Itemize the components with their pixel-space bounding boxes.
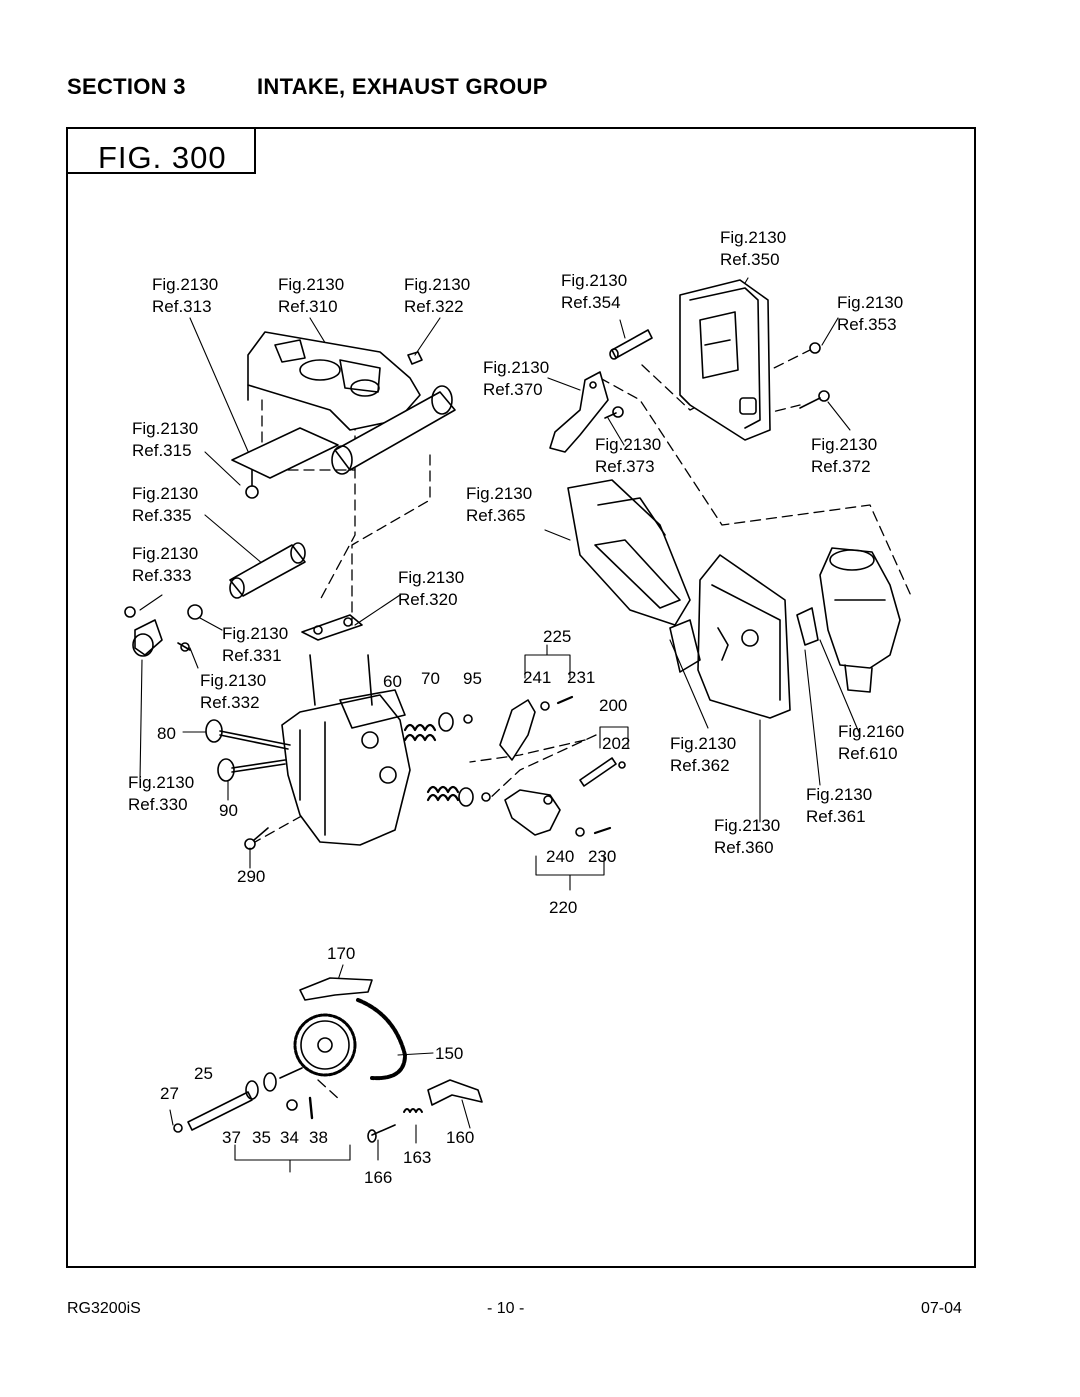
part-number-34: 34 xyxy=(280,1128,299,1147)
part-number-80: 80 xyxy=(157,724,176,743)
part-number-25: 25 xyxy=(194,1064,213,1083)
valve-spring-60 xyxy=(403,723,460,802)
part-number-38: 38 xyxy=(309,1128,328,1147)
rocker-arm-241 xyxy=(499,699,536,761)
bolt-290 xyxy=(244,827,269,850)
footer-model: RG3200iS xyxy=(67,1300,141,1317)
nut-353 xyxy=(809,342,821,354)
part-number-163: 163 xyxy=(403,1148,432,1167)
section-title: INTAKE, EXHAUST GROUP xyxy=(257,74,548,99)
part-number-160: 160 xyxy=(446,1128,475,1147)
tensioner-parts xyxy=(367,1079,483,1143)
air-filter-element-365 xyxy=(567,479,691,626)
bolt-372 xyxy=(799,390,830,409)
rocker-arm-240 xyxy=(504,789,561,836)
nut-241 xyxy=(540,701,550,711)
bolt-315 xyxy=(245,469,259,499)
gasket-360 xyxy=(669,619,701,673)
camshaft-25 xyxy=(173,1067,314,1133)
collet-95 xyxy=(463,714,491,802)
part-number-290: 290 xyxy=(237,867,266,886)
footer-date: 07-04 xyxy=(921,1300,962,1317)
figure-title: FIG. 300 xyxy=(98,140,227,175)
part-number-150: 150 xyxy=(435,1044,464,1063)
assembly-lines xyxy=(254,349,913,1101)
cam-sprocket xyxy=(293,1013,357,1077)
footer-page-number: - 10 - xyxy=(487,1300,525,1317)
part-number-37: 37 xyxy=(222,1128,241,1147)
cam-chain-150 xyxy=(356,998,407,1081)
intake-valve-90 xyxy=(217,758,286,782)
part-number-35: 35 xyxy=(252,1128,271,1147)
air-cleaner-cover xyxy=(679,279,771,441)
part-number-95: 95 xyxy=(463,669,482,688)
retainer-70b xyxy=(458,787,474,807)
carburetor-610 xyxy=(819,547,901,693)
retainer-70 xyxy=(438,712,454,732)
part-number-230: 230 xyxy=(588,847,617,866)
part-number-202: 202 xyxy=(602,734,631,753)
exhaust-pipe-335 xyxy=(229,542,306,599)
exhaust-valve-80 xyxy=(205,719,291,750)
part-number-60: 60 xyxy=(383,672,402,691)
leader-lines xyxy=(139,277,861,1173)
part-number-170: 170 xyxy=(327,944,356,963)
heat-shield-315 xyxy=(231,427,339,479)
part-number-166: 166 xyxy=(364,1168,393,1187)
pin-354 xyxy=(609,329,653,360)
part-number-241: 241 xyxy=(523,668,552,687)
adjuster-231 xyxy=(556,695,574,705)
part-number-231: 231 xyxy=(567,668,596,687)
nut-240 xyxy=(575,827,585,837)
section-number: SECTION 3 xyxy=(67,74,186,99)
part-number-90: 90 xyxy=(219,801,238,820)
cylinder-head xyxy=(281,654,411,846)
rocker-shaft-202 xyxy=(579,757,626,787)
cam-chain-guide-170 xyxy=(299,977,373,1001)
bracket-370 xyxy=(549,371,624,453)
part-number-220: 220 xyxy=(549,898,578,917)
figure-frame xyxy=(66,127,976,1268)
air-cleaner-case-362 xyxy=(697,554,791,719)
part-number-70: 70 xyxy=(421,669,440,688)
figure-title-box xyxy=(66,127,256,174)
part-number-27: 27 xyxy=(160,1084,179,1103)
part-number-240: 240 xyxy=(546,847,575,866)
adjuster-230 xyxy=(593,826,612,835)
gasket-361 xyxy=(796,607,819,646)
gasket-320 xyxy=(301,614,363,641)
muffler-pipe xyxy=(331,385,456,475)
part-number-200: 200 xyxy=(599,696,628,715)
muffler-cover xyxy=(247,331,421,431)
part-number-225: 225 xyxy=(543,627,572,646)
nut-322 xyxy=(407,351,423,365)
exhaust-elbow-parts xyxy=(124,604,203,657)
